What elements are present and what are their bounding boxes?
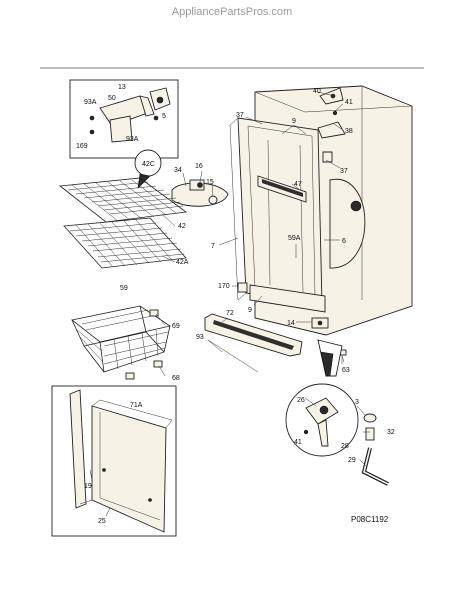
label-16: 16 <box>195 163 203 170</box>
door-inset <box>51 385 177 537</box>
label-6: 6 <box>342 238 346 245</box>
label-93a-b: 93A <box>126 136 139 143</box>
drain-hose <box>361 413 389 486</box>
label-7: 7 <box>211 243 215 250</box>
label-59a: 59A <box>288 235 301 242</box>
cabinet <box>229 85 413 336</box>
grille-47 <box>257 175 307 203</box>
callout-42c <box>134 149 162 189</box>
label-59: 59 <box>120 285 128 292</box>
label-9: 9 <box>292 118 296 125</box>
top-hinge <box>317 87 346 163</box>
label-42a: 42A <box>176 259 189 266</box>
label-37: 37 <box>236 112 244 119</box>
control-housing <box>171 179 229 207</box>
label-34: 34 <box>174 167 182 174</box>
label-26: 26 <box>297 397 305 404</box>
kick-plate <box>204 313 303 357</box>
label-63: 63 <box>342 367 350 374</box>
wire-shelf-lower <box>63 217 187 269</box>
label-38: 38 <box>345 128 353 135</box>
label-13: 13 <box>118 84 126 91</box>
hinge-inset <box>69 79 179 159</box>
drain-callout <box>285 339 359 457</box>
bracket-14 <box>311 317 329 329</box>
callout-labels: 40 41 38 37 9 37 34 16 15 47 6 7 59A 170… <box>76 84 395 525</box>
wire-shelf-upper <box>58 177 188 223</box>
label-42c: 42C <box>142 161 155 168</box>
label-169: 169 <box>76 143 88 150</box>
label-47: 47 <box>294 181 302 188</box>
label-68: 68 <box>172 375 180 382</box>
label-15: 15 <box>206 179 214 186</box>
label-29: 29 <box>348 457 356 464</box>
label-5: 5 <box>162 113 166 120</box>
wire-basket <box>71 305 171 380</box>
label-93: 93 <box>196 334 204 341</box>
label-170: 170 <box>218 283 230 290</box>
label-93a: 93A <box>84 99 97 106</box>
label-37b: 37 <box>340 168 348 175</box>
label-25: 25 <box>98 518 106 525</box>
diagram-code: P08C1192 <box>351 515 389 524</box>
part-170 <box>237 282 248 293</box>
label-72: 72 <box>226 310 234 317</box>
label-69: 69 <box>172 323 180 330</box>
label-71a: 71A <box>130 402 143 409</box>
label-50: 50 <box>108 95 116 102</box>
label-9b: 9 <box>248 307 252 314</box>
label-40: 40 <box>313 88 321 95</box>
label-3: 3 <box>355 399 359 406</box>
label-32: 32 <box>387 429 395 436</box>
label-41b: 41 <box>294 439 302 446</box>
label-41: 41 <box>345 99 353 106</box>
site-watermark: AppliancePartsPros.com <box>172 6 292 18</box>
label-42: 42 <box>178 223 186 230</box>
label-14: 14 <box>287 320 295 327</box>
leader-lines <box>89 91 370 517</box>
label-28: 28 <box>341 443 349 450</box>
label-19: 19 <box>84 483 92 490</box>
